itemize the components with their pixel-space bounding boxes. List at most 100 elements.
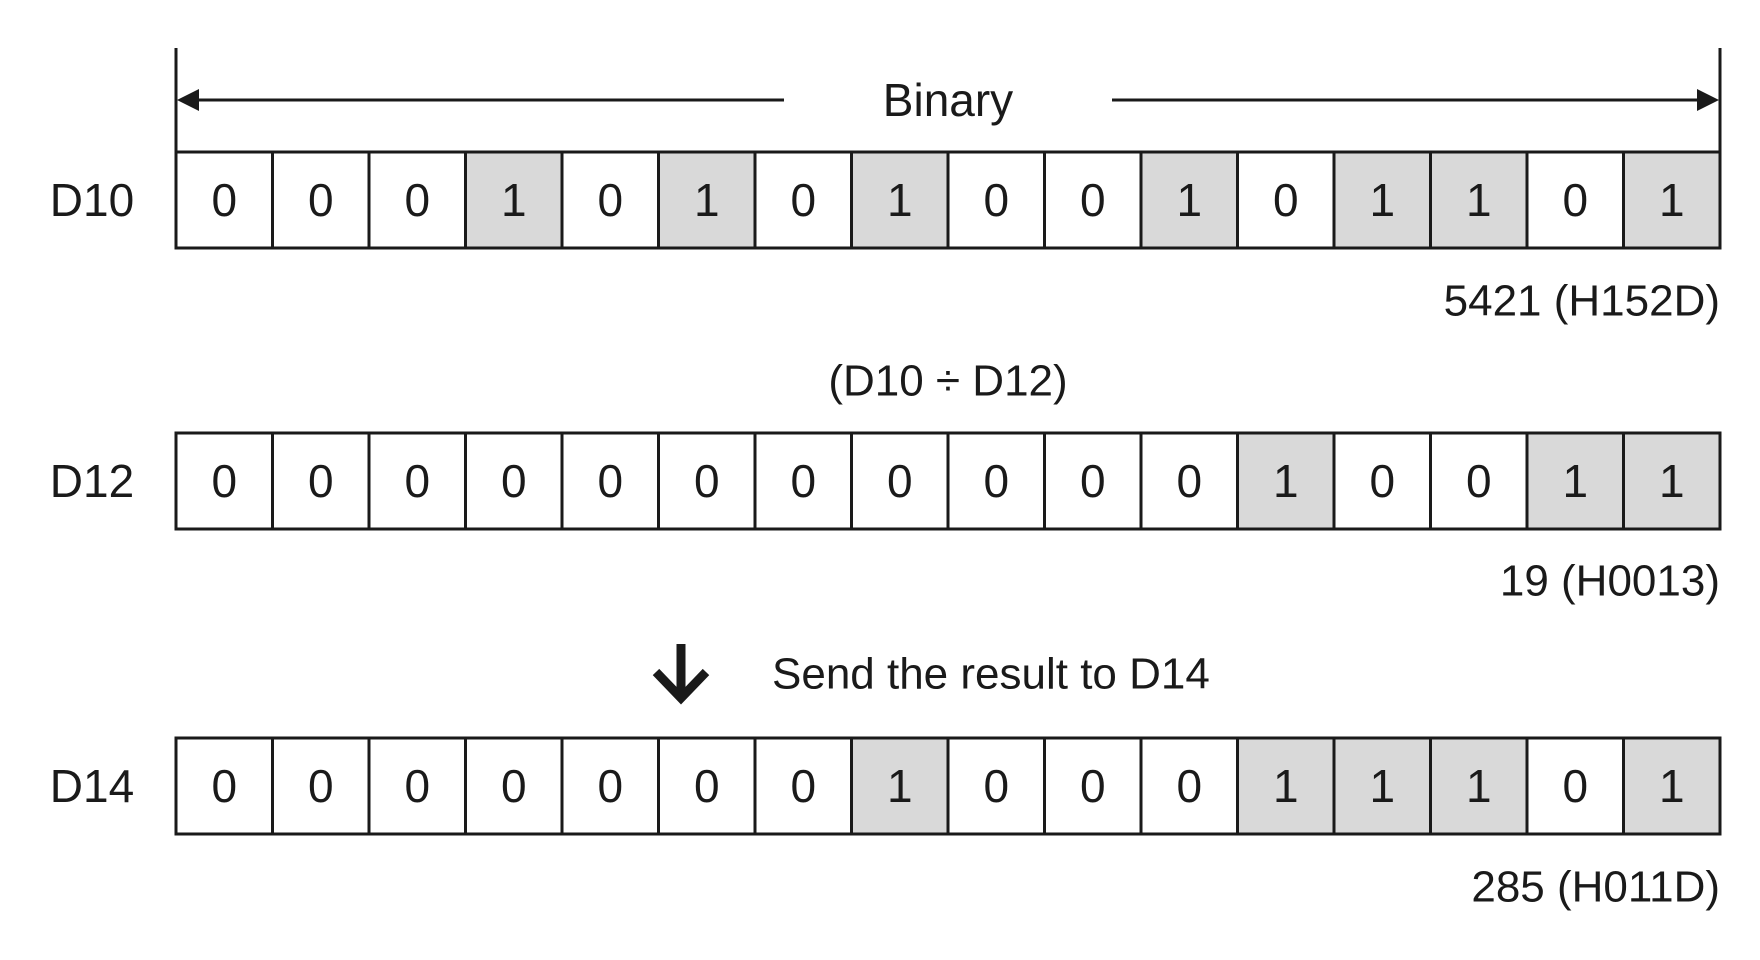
bit-value: 0: [1369, 455, 1395, 507]
bit-cell: [464, 150, 564, 250]
bit-row: 0 0 0 0 0 0 0 1 0 0 0 1 1 1 0 1: [174, 736, 1722, 836]
bit-cell: [271, 150, 371, 250]
bit-cell: [657, 150, 757, 250]
bit-cell: [271, 736, 371, 836]
bit-value: 0: [404, 760, 430, 812]
bit-cell: [657, 736, 757, 836]
bit-cell: [1236, 736, 1336, 836]
bit-value: 0: [404, 174, 430, 226]
bit-value: 1: [1659, 455, 1685, 507]
register-value: 285 (H011D): [1471, 863, 1720, 912]
bit-value: 0: [694, 455, 720, 507]
bit-value: 0: [1176, 455, 1202, 507]
bit-value: 0: [597, 760, 623, 812]
bit-value: 1: [694, 174, 720, 226]
bit-row: 0 0 0 1 0 1 0 1 0 0 1 0 1 1 0 1: [174, 150, 1722, 250]
bit-cell: [850, 431, 950, 531]
register-value: 19 (H0013): [1500, 557, 1720, 606]
arrow-down-icon: [652, 644, 710, 705]
bit-value: 0: [211, 174, 237, 226]
bit-value: 1: [1466, 760, 1492, 812]
register-d12: D12 0 0 0 0 0 0 0 0 0 0 0 1 0 0 1 1 19 (H0013): [50, 431, 1722, 606]
bit-value: 0: [790, 455, 816, 507]
bit-cell: [1622, 431, 1722, 531]
bit-cell: [946, 736, 1046, 836]
result-caption: Send the result to D14: [772, 650, 1210, 699]
register-d10: D10 0 0 0 1 0 1 0 1 0 0 1 0 1 1 0 1 5421 (H152D): [50, 150, 1722, 326]
bit-value: 0: [983, 455, 1009, 507]
register-label: D14: [50, 760, 134, 812]
bit-value: 0: [211, 760, 237, 812]
bit-cell: [271, 431, 371, 531]
register-label: D10: [50, 174, 134, 226]
bit-cell: [174, 150, 274, 250]
bit-cell: [367, 431, 467, 531]
bit-cell: [1236, 431, 1336, 531]
bit-value: 0: [790, 760, 816, 812]
bit-cell: [1043, 150, 1143, 250]
bit-cell: [1429, 150, 1529, 250]
bit-value: 0: [983, 174, 1009, 226]
bit-cell: [1429, 431, 1529, 531]
bit-value: 0: [1562, 174, 1588, 226]
bit-cell: [1139, 150, 1239, 250]
register-label: D12: [50, 455, 134, 507]
bit-value: 1: [1369, 760, 1395, 812]
bit-cell: [657, 431, 757, 531]
bit-cell: [1043, 736, 1143, 836]
operation-label: (D10 ÷ D12): [828, 357, 1067, 406]
bit-cell: [1622, 150, 1722, 250]
register-value: 5421 (H152D): [1444, 277, 1720, 326]
binary-span: Binary: [174, 48, 1722, 154]
bit-value: 0: [308, 174, 334, 226]
bit-value: 0: [1080, 455, 1106, 507]
bit-value: 0: [1080, 174, 1106, 226]
bit-value: 1: [1659, 174, 1685, 226]
bit-cell: [560, 431, 660, 531]
bit-value: 0: [1273, 174, 1299, 226]
bit-value: 0: [694, 760, 720, 812]
bit-value: 1: [501, 174, 527, 226]
bit-value: 0: [404, 455, 430, 507]
bit-cell: [946, 431, 1046, 531]
bit-value: 0: [597, 455, 623, 507]
bit-value: 0: [1562, 760, 1588, 812]
bit-value: 0: [597, 174, 623, 226]
bit-cell: [1332, 150, 1432, 250]
bit-cell: [464, 736, 564, 836]
bit-value: 0: [211, 455, 237, 507]
bit-row: 0 0 0 0 0 0 0 0 0 0 0 1 0 0 1 1: [174, 431, 1722, 531]
bit-value: 0: [1176, 760, 1202, 812]
bit-cell: [1332, 431, 1432, 531]
bit-cell: [367, 736, 467, 836]
span-left-arrowhead-icon: [177, 89, 199, 111]
bit-value: 0: [501, 455, 527, 507]
bit-value: 1: [1369, 174, 1395, 226]
bit-value: 1: [1466, 174, 1492, 226]
bit-value: 1: [1659, 760, 1685, 812]
bit-value: 1: [1176, 174, 1202, 226]
bit-cell: [1622, 736, 1722, 836]
bit-cell: [1236, 150, 1336, 250]
bit-value: 0: [887, 455, 913, 507]
bit-value: 1: [1273, 760, 1299, 812]
register-d14: D14 0 0 0 0 0 0 0 1 0 0 0 1 1 1 0 1 285 (H011D): [50, 736, 1722, 912]
bit-value: 1: [1562, 455, 1588, 507]
bit-value: 1: [1273, 455, 1299, 507]
bit-cell: [1525, 736, 1625, 836]
span-right-arrowhead-icon: [1697, 89, 1719, 111]
bit-value: 0: [308, 455, 334, 507]
bit-cell: [367, 150, 467, 250]
bit-value: 0: [308, 760, 334, 812]
bit-value: 0: [1080, 760, 1106, 812]
binary-label: Binary: [883, 74, 1013, 126]
bit-value: 1: [887, 174, 913, 226]
bit-value: 0: [983, 760, 1009, 812]
bit-value: 0: [501, 760, 527, 812]
bit-cell: [1139, 431, 1239, 531]
bit-cell: [1332, 736, 1432, 836]
bit-value: 1: [887, 760, 913, 812]
bit-value: 0: [1466, 455, 1492, 507]
bit-value: 0: [790, 174, 816, 226]
